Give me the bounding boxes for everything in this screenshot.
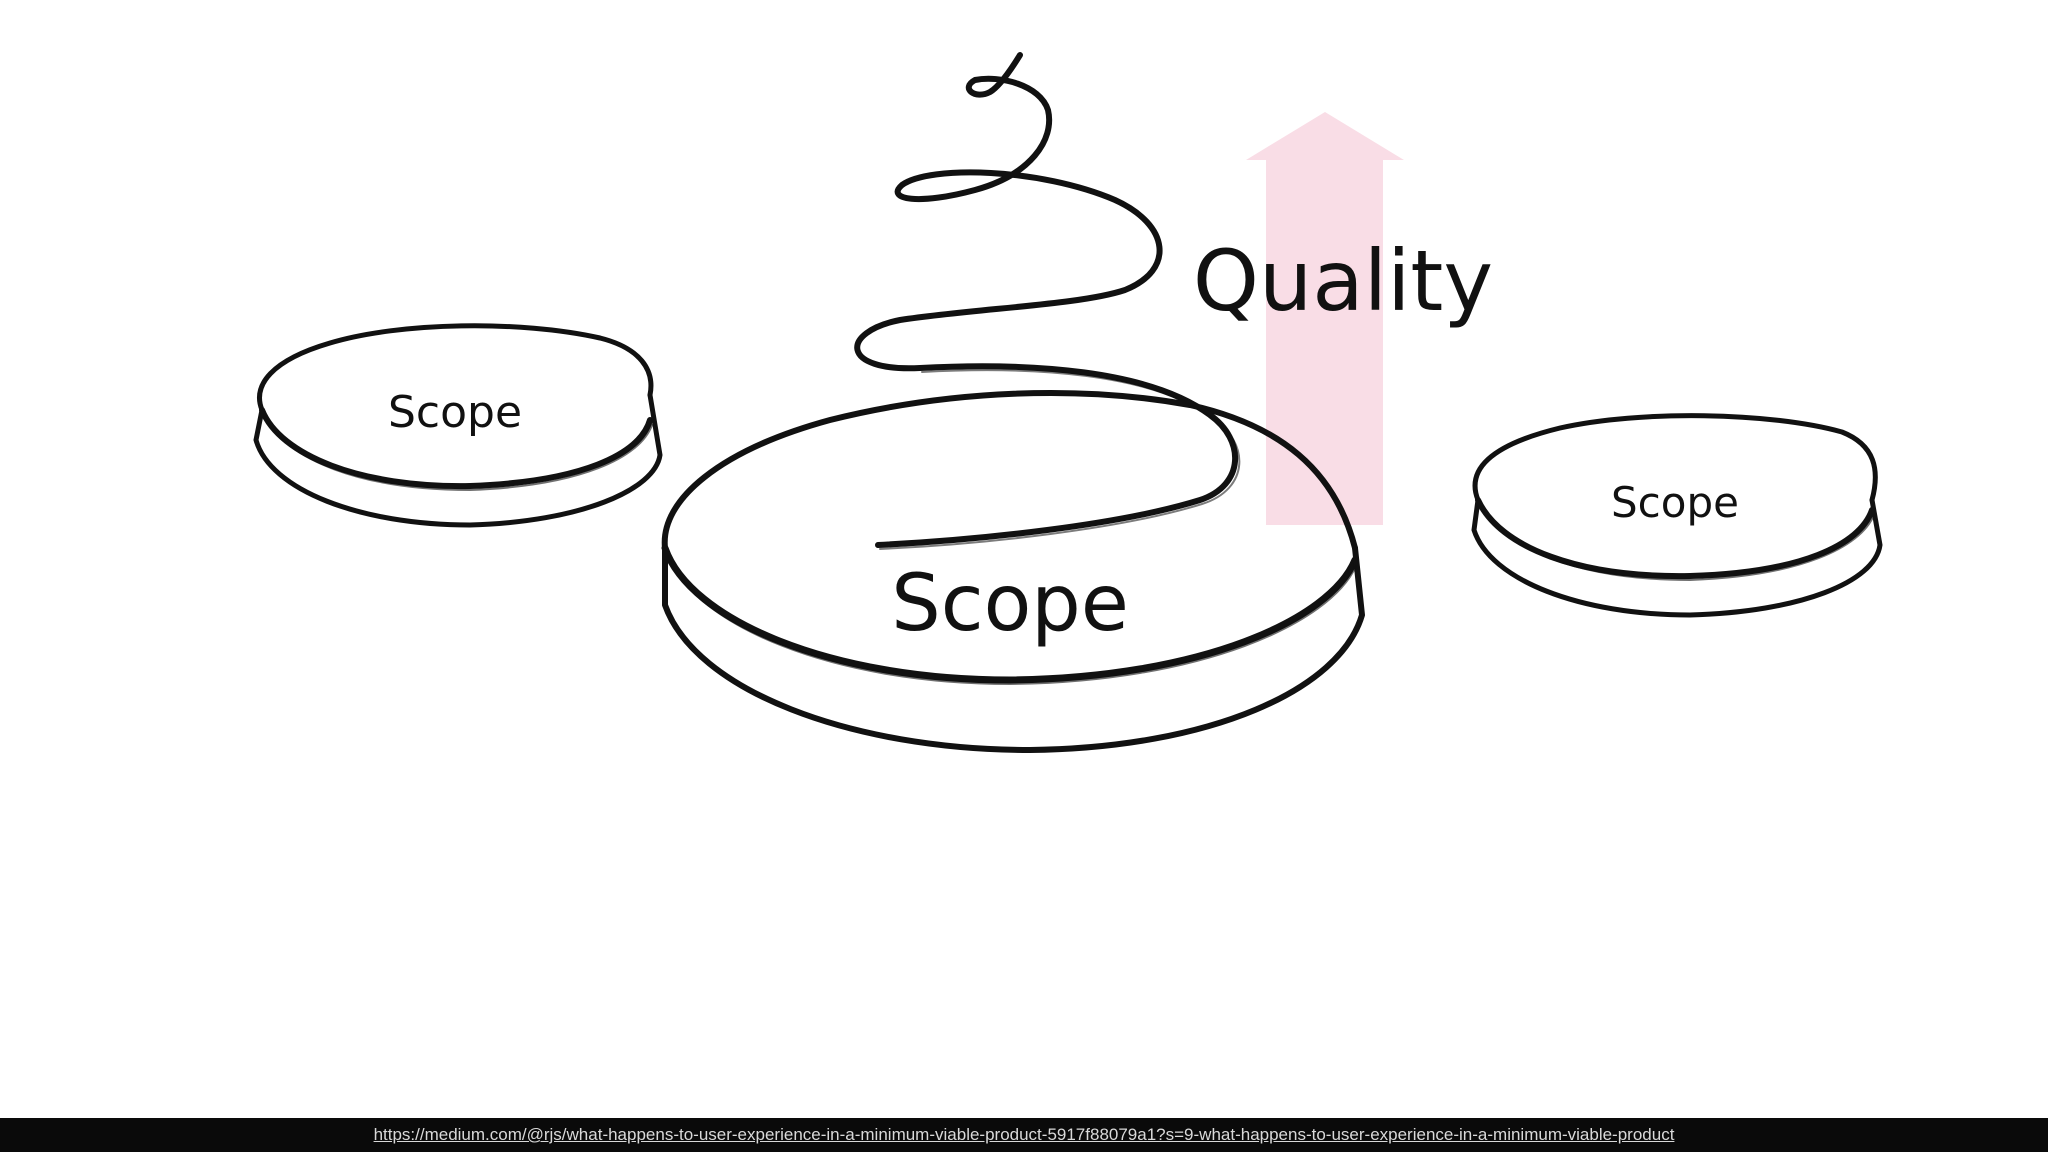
scope-label-center: Scope (891, 559, 1129, 649)
quality-spiral (854, 52, 1241, 550)
scope-label-right: Scope (1611, 478, 1739, 527)
scope-quality-diagram: Scope Scope Scope Quality (253, 52, 1883, 753)
scope-label-left: Scope (388, 387, 522, 438)
scope-disc-left (253, 323, 663, 528)
quality-label: Quality (1193, 232, 1493, 330)
quality-arrow (1246, 112, 1404, 525)
scope-disc-center (661, 390, 1365, 753)
source-footer: https://medium.com/@rjs/what-happens-to-… (0, 1118, 2048, 1152)
source-link[interactable]: https://medium.com/@rjs/what-happens-to-… (373, 1125, 1675, 1144)
scope-disc-right (1471, 413, 1883, 618)
